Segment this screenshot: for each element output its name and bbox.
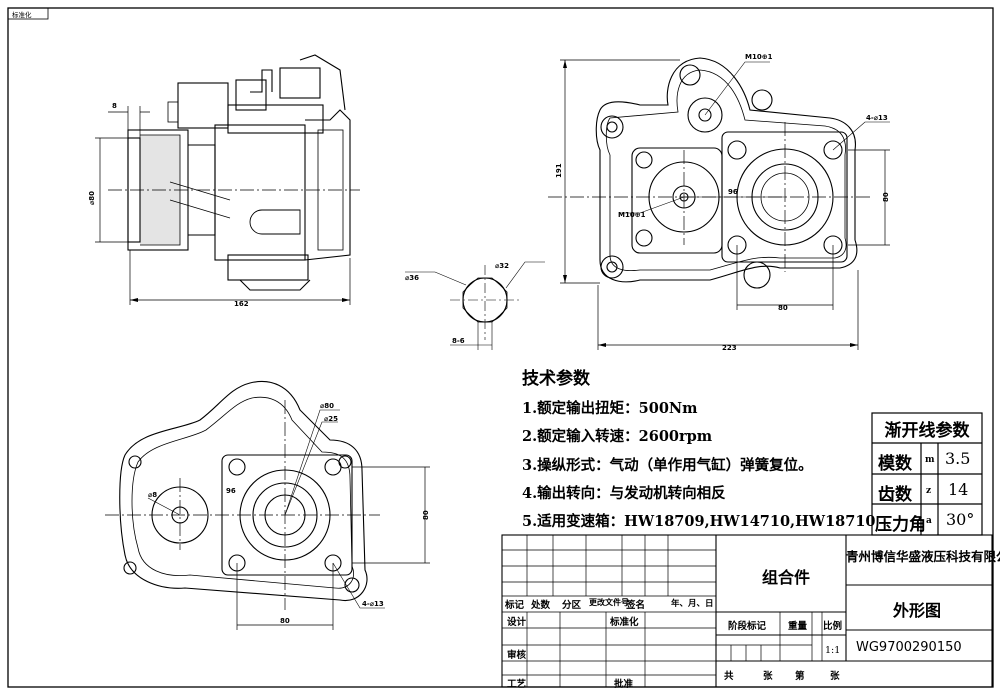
- dim-bottom-spline: ⌀25: [324, 415, 338, 423]
- dim-side-width: 162: [234, 300, 249, 308]
- spline-row-1-name: 模数: [878, 454, 912, 474]
- dim-side-bore: ⌀80: [88, 191, 96, 205]
- assembly-label: 组合件: [762, 568, 811, 587]
- weight-label: 重量: [788, 621, 808, 632]
- tech-param-line-4: 4.输出转向：与发动机转向相反: [522, 485, 726, 502]
- spline-row-2-symbol: z: [926, 486, 932, 496]
- dim-bottom-hole: ⌀8: [148, 491, 157, 499]
- tech-param-line-3: 3.操纵形式：气动（单作用气缸）弹簧复位。: [522, 457, 813, 474]
- approve-label: 批准: [614, 679, 634, 690]
- dim-bottom-holes: 4-⌀13: [362, 600, 384, 608]
- spline-row-3-value: 30°: [946, 510, 975, 529]
- side-view: [95, 54, 360, 305]
- dim-spline-od: ⌀36: [405, 274, 419, 282]
- process-label: 工艺: [507, 679, 527, 690]
- tech-param-line-5: 5.适用变速箱：HW18709,HW14710,HW18710: [522, 513, 876, 530]
- dim-front-holes: 4-⌀13: [866, 114, 888, 122]
- design-label: 设计: [507, 617, 527, 628]
- dim-front-square-h: 80: [882, 192, 890, 202]
- drawing-number: WG9700290150: [856, 640, 962, 655]
- rev-header-date: 年、月、日: [671, 599, 714, 609]
- dim-front-center: 96: [728, 188, 738, 196]
- bottom-view: [105, 380, 430, 630]
- spline-row-2-value: 14: [948, 480, 969, 499]
- tech-param-line-2: 2.额定输入转速：2600rpm: [522, 428, 713, 445]
- dim-spline-width: 8-6: [452, 337, 465, 345]
- spline-row-2-name: 齿数: [878, 485, 912, 505]
- review-label: 审核: [507, 650, 527, 661]
- total-label: 共: [724, 671, 734, 682]
- company-name: 青州博信华盛液压科技有限公司: [846, 549, 1000, 564]
- stage-mark-label: 阶段标记: [728, 621, 767, 632]
- spline-row-3-symbol: a: [926, 516, 932, 526]
- title-block: [501, 534, 993, 688]
- spline-row-1-value: 3.5: [945, 449, 971, 468]
- dim-spline-id: ⌀32: [495, 262, 509, 270]
- drawing-frame: [7, 7, 994, 688]
- page-label: 第: [795, 671, 805, 682]
- rev-header-file: 更改文件号: [589, 597, 629, 607]
- sheets-label-a: 张: [763, 671, 773, 682]
- standardize-label: 标准化: [610, 617, 639, 628]
- dim-bottom-pilot: ⌀80: [320, 402, 334, 410]
- dim-front-height: 191: [555, 163, 563, 178]
- spline-section: [405, 261, 545, 350]
- spline-row-3-name: 压力角: [875, 515, 926, 535]
- dim-bottom-square-w: 80: [280, 617, 290, 625]
- sheets-label-b: 张: [830, 671, 840, 682]
- rev-header-mark: 标记: [505, 600, 525, 611]
- rev-header-count: 处数: [531, 600, 551, 611]
- dim-side-offset: 8: [112, 102, 117, 110]
- scale-label: 比例: [823, 621, 843, 632]
- spline-params-title: 渐开线参数: [884, 421, 970, 441]
- rev-header-zone: 分区: [562, 600, 582, 611]
- drawing-name: 外形图: [893, 601, 942, 620]
- dim-bottom-square-h: 80: [422, 510, 430, 520]
- front-view: [548, 57, 890, 350]
- dim-front-square-w: 80: [778, 304, 788, 312]
- corner-tag: [7, 7, 49, 20]
- spline-row-1-symbol: m: [925, 455, 935, 465]
- rev-header-sign: 签名: [626, 600, 646, 611]
- tech-params-title: 技术参数: [522, 369, 590, 389]
- scale-value: 1:1: [825, 645, 841, 656]
- dim-front-top-hole: M10⊕1: [745, 53, 773, 61]
- dim-bottom-center: 96: [226, 487, 236, 495]
- dim-front-width: 223: [722, 344, 737, 352]
- dim-front-side-hole: M10⊕1: [618, 211, 646, 219]
- tech-param-line-1: 1.额定输出扭矩：500Nm: [522, 400, 698, 417]
- corner-tag-label: 标准化: [12, 10, 32, 19]
